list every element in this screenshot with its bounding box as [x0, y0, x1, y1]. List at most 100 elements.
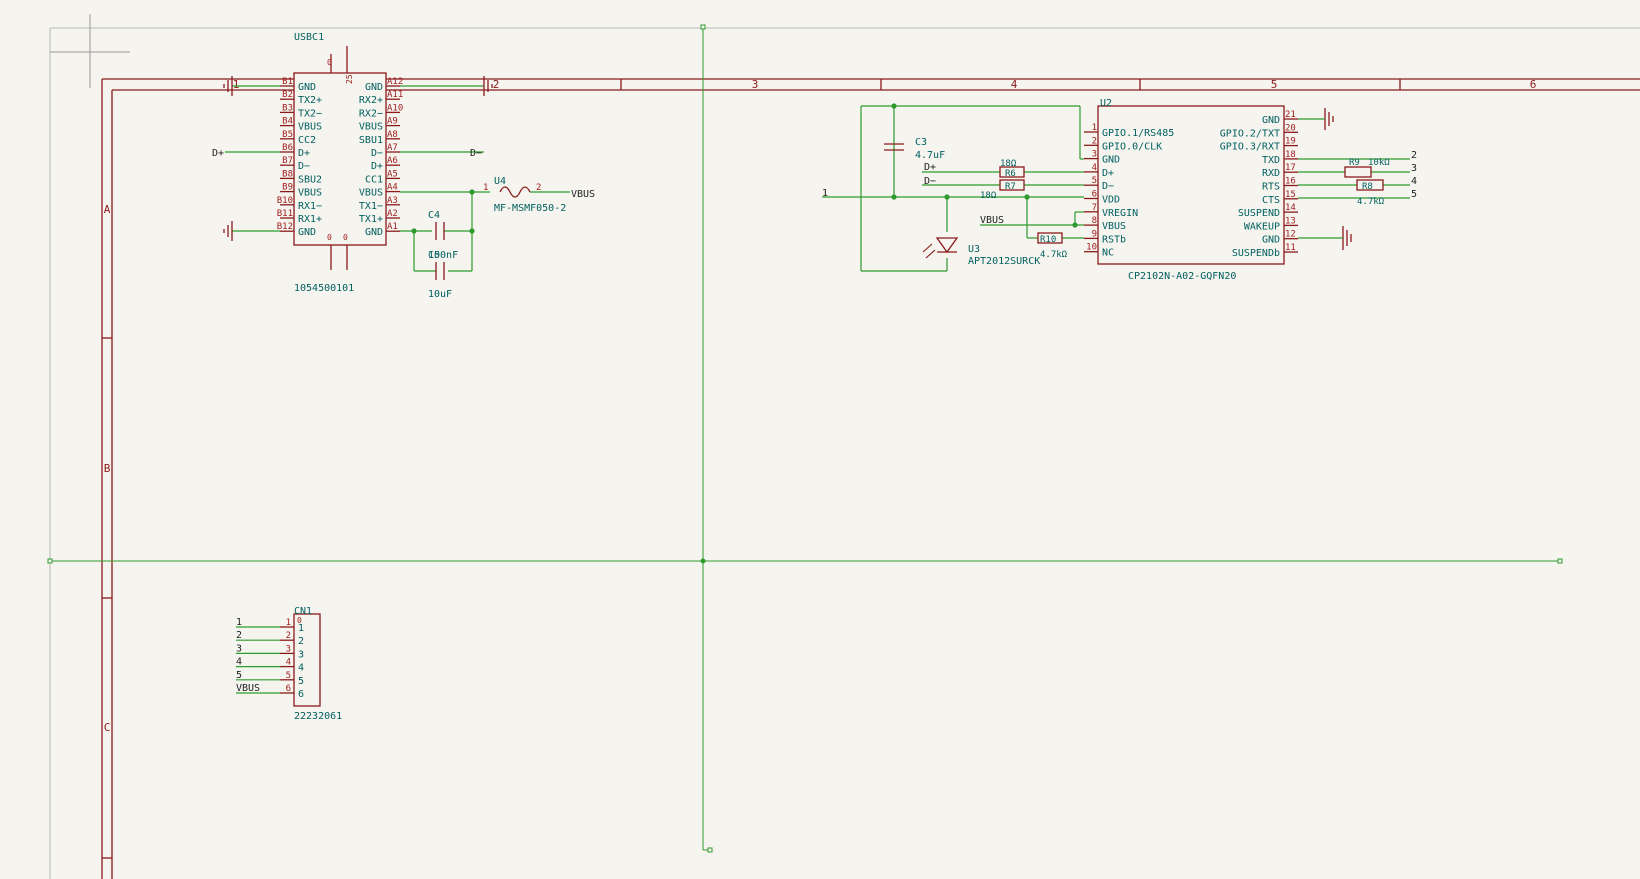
u2-right-pin-name: GND	[1262, 235, 1280, 246]
u2-right-pin-number: 15	[1285, 190, 1296, 200]
u2-left-pin-number: 1	[1092, 123, 1097, 133]
resistor-r8[interactable]: R8 4.7kΩ	[1356, 179, 1385, 207]
usbc-left-pin-number: B6	[282, 143, 293, 153]
usbc-left-pin-name: RX1−	[298, 201, 322, 212]
resistor-r9[interactable]: R9 10kΩ	[1344, 158, 1390, 178]
resistor-r7[interactable]: R7 18Ω	[980, 179, 1025, 201]
cn1-pin-number: 3	[286, 644, 291, 654]
capacitor-c4[interactable]	[435, 222, 445, 280]
led-u3[interactable]: U3 APT2012SURCK	[922, 237, 1040, 267]
c3-ref: C3	[915, 137, 927, 148]
usbc-right-pin-name: D+	[371, 161, 383, 172]
u2-left-pin-name: RSTb	[1102, 234, 1126, 245]
resistor-r10[interactable]: R10 4.7kΩ	[1037, 232, 1068, 260]
usbc-right-pin-name: RX2−	[359, 108, 383, 119]
usbc-shield-4: 0	[343, 233, 348, 242]
u2-right-pin-name: WAKEUP	[1244, 221, 1280, 232]
guide-wires	[47, 24, 1563, 853]
u2-wiring	[822, 103, 1410, 272]
fuse-u4[interactable]: U4 MF-MSMF050-2 1 2 VBUS	[483, 176, 595, 214]
resistor-r6[interactable]: 18Ω R6	[999, 159, 1025, 179]
usbc-right-pin-number: A11	[387, 90, 403, 100]
u2-right-pin-name: SUSPEND	[1238, 208, 1280, 219]
frame-column-labels: 1 2 3 4 5 6	[233, 78, 1537, 91]
u2-right-pin-name: GPIO.3/RXT	[1220, 142, 1280, 153]
r9-value: 10kΩ	[1368, 158, 1390, 168]
r7-value: 18Ω	[980, 191, 997, 201]
capacitor-c3[interactable]: C3 4.7uF	[884, 137, 945, 161]
u2-left-pin-name: GND	[1102, 155, 1120, 166]
usbc-left-pin-number: B10	[277, 196, 293, 206]
u2-ref: U2	[1100, 98, 1112, 109]
cn1-pin-number: 6	[286, 684, 291, 694]
usbc-left-pin-number: B11	[277, 209, 293, 219]
usbc-right-pin-name: D−	[371, 148, 383, 159]
usbc-right-pin-A6[interactable]: A6D+	[371, 156, 400, 172]
usbc-right-pin-A7[interactable]: A7D−	[371, 143, 400, 159]
c4-ref: C4	[428, 210, 440, 221]
u2-left-pin-number: 9	[1092, 229, 1097, 239]
r10-ref: R10	[1040, 235, 1056, 245]
fuse-value: MF-MSMF050-2	[494, 203, 566, 214]
usbc-left-pin-name: GND	[298, 227, 316, 238]
usbc-left-pin-name: GND	[298, 82, 316, 93]
r8-value: 4.7kΩ	[1357, 197, 1385, 207]
u2-right-pin-number: 18	[1285, 150, 1296, 160]
cn1-value: 22232061	[294, 711, 342, 722]
u2-out-net-3: 3	[1411, 163, 1417, 174]
